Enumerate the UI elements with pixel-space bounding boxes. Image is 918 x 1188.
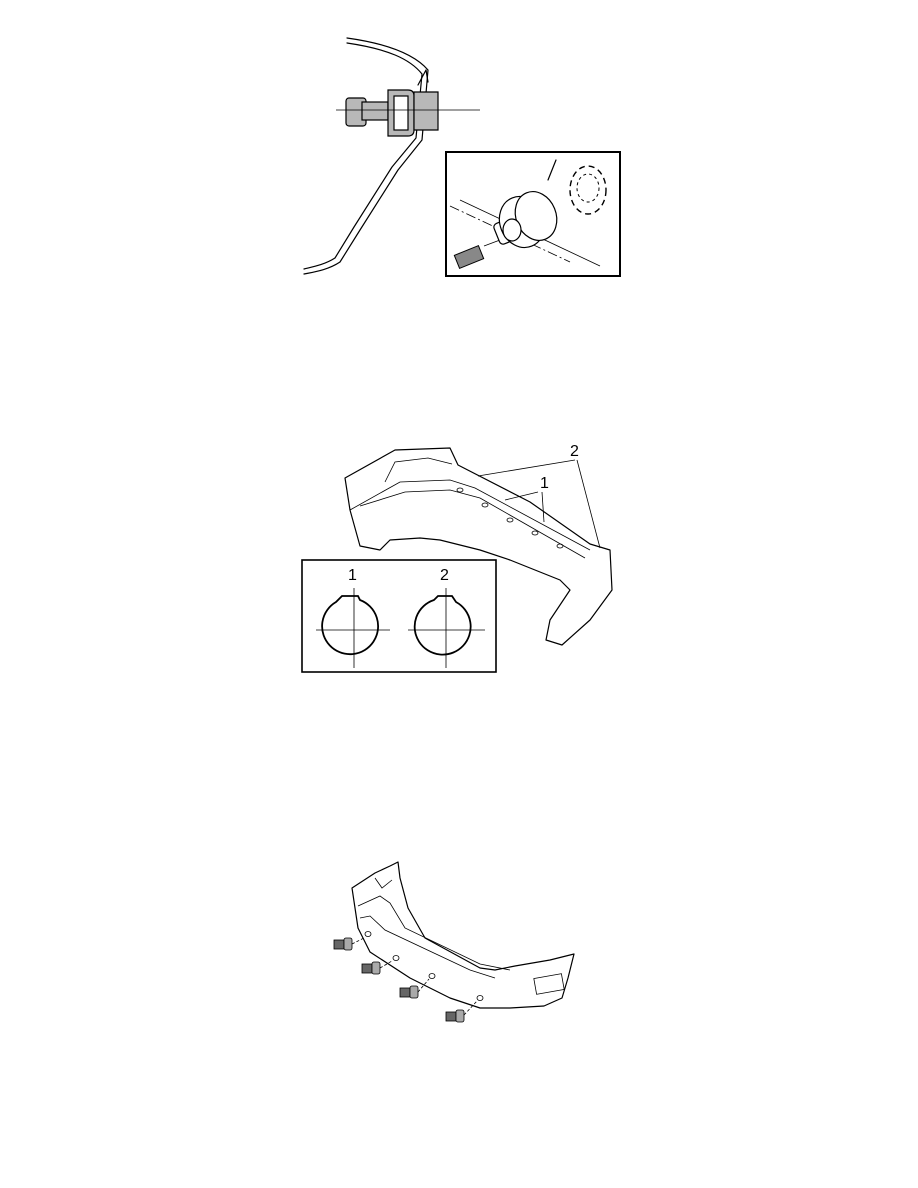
- bumper-holes-illustration: 2 1 1 2: [301, 443, 613, 673]
- threaded-stud-icon: [453, 239, 501, 270]
- figure-bumper-sensors-install: [330, 858, 580, 1030]
- parking-sensor-icon: [493, 159, 558, 249]
- callout-label-1: 1: [540, 475, 549, 492]
- parking-sensor-icon: [445, 1000, 478, 1023]
- inset-label-2: 2: [440, 567, 449, 584]
- parking-sensor-icon: [399, 978, 430, 999]
- callout-label-2: 2: [570, 443, 579, 460]
- hole-shape-2-icon: [408, 588, 485, 668]
- sensor-bracket-illustration: [303, 37, 621, 277]
- figure-bumper-sensor-holes: 2 1 1 2: [300, 440, 620, 676]
- bumper-install-illustration: [333, 861, 575, 1023]
- parking-sensor-icon: [361, 960, 393, 975]
- hole-shape-1-icon: [316, 588, 390, 668]
- parking-sensor-icon: [333, 937, 365, 951]
- inset-label-1: 1: [348, 567, 357, 584]
- figure-sensor-bracket-detail: [300, 30, 625, 285]
- mounting-hole-outline-icon: [569, 165, 607, 215]
- sensor-holes: [456, 487, 564, 549]
